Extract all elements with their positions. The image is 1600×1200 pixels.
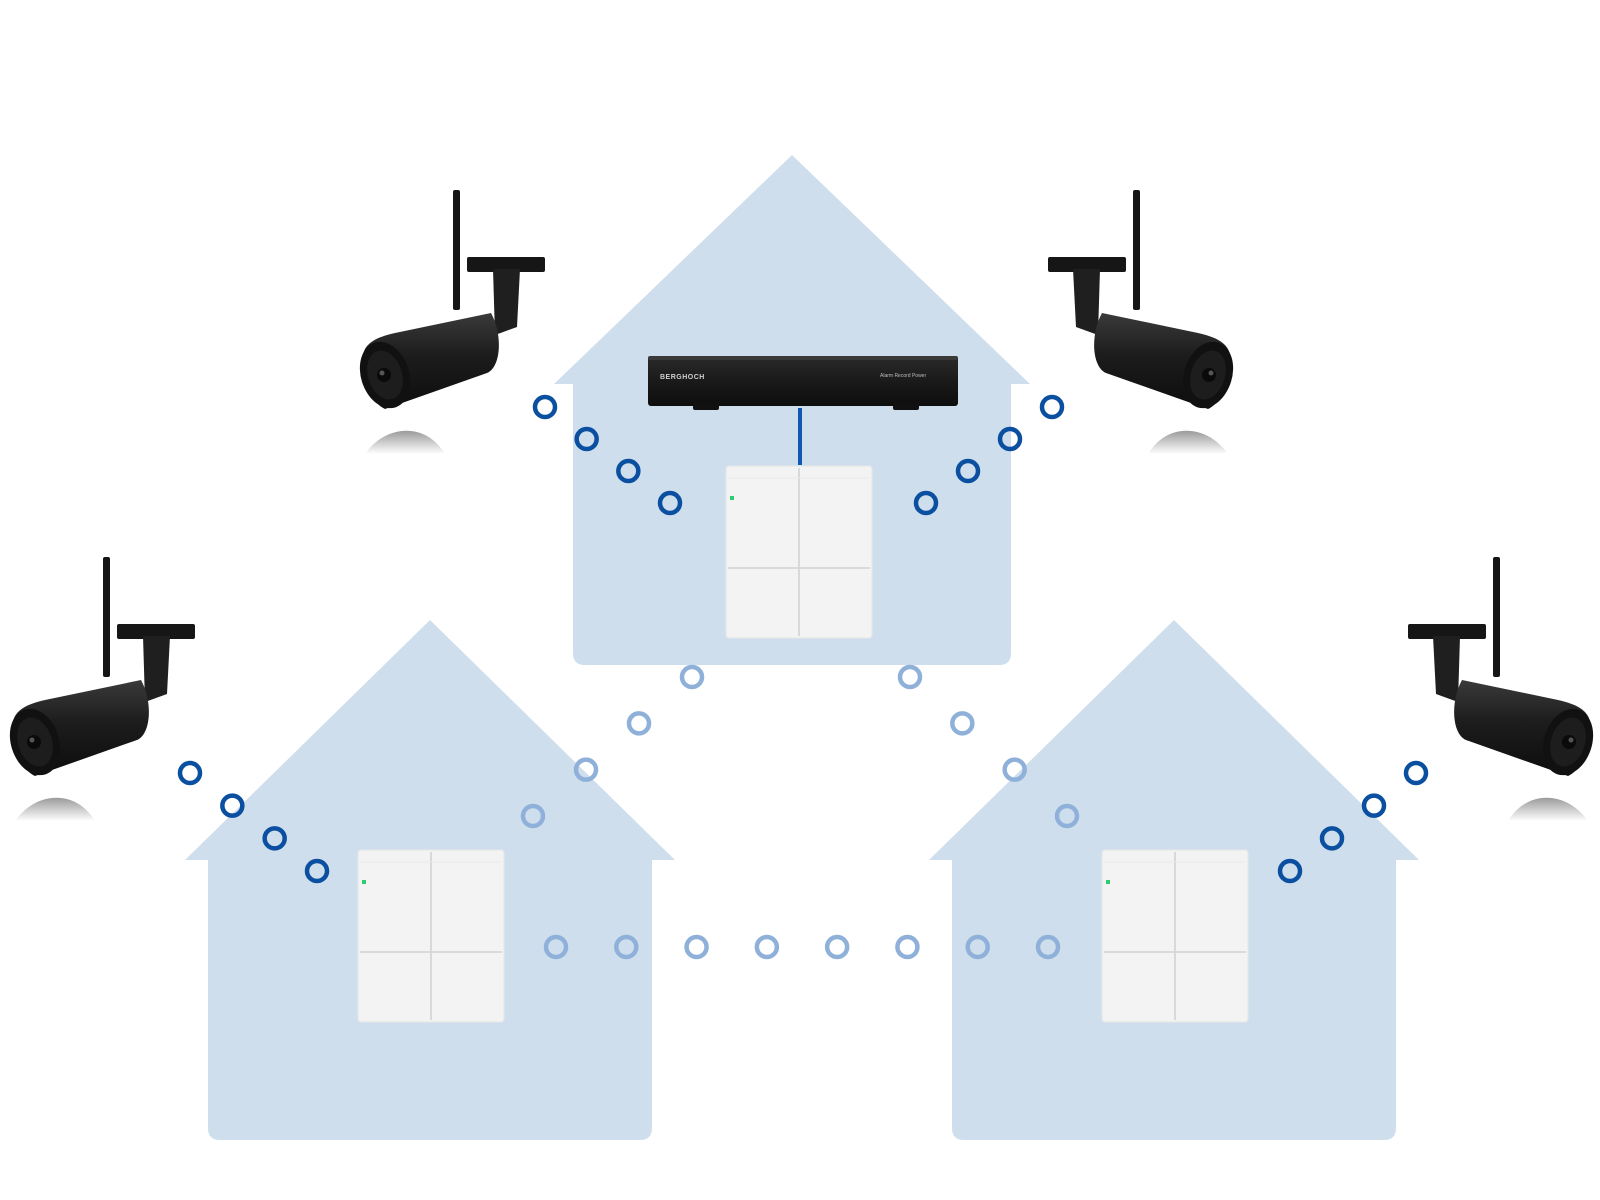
signal-dot [684, 934, 709, 960]
nvr-recorder-icon: BERGHOCH Alarm Record Power [648, 356, 958, 410]
camera-right [1408, 557, 1600, 821]
signal-dot [657, 490, 683, 516]
signal-dot [1277, 858, 1303, 884]
signal-dot [965, 934, 990, 960]
camera-top-left [351, 190, 545, 454]
signal-dot [626, 711, 652, 736]
link-mesh-left-right [543, 934, 1061, 960]
signal-dot [220, 793, 245, 818]
signal-dot [897, 664, 923, 690]
link-mesh-main-right [897, 664, 1080, 829]
mesh-router-left [357, 849, 505, 1023]
nvr-controls-label: Alarm Record Power [880, 373, 926, 379]
camera-top-right [1048, 190, 1242, 454]
signal-dot [532, 394, 558, 420]
security-camera-icon [351, 190, 545, 454]
signal-dot [1035, 934, 1061, 960]
mesh-router-right [1101, 849, 1249, 1023]
signal-dot [1002, 757, 1027, 782]
signal-dot [955, 458, 981, 484]
signal-dot [824, 934, 850, 960]
signal-dot [997, 426, 1023, 452]
signal-dot [616, 458, 641, 484]
signal-dot [304, 858, 330, 884]
link-camera-right [1277, 760, 1429, 884]
signal-dot [1403, 760, 1429, 786]
signal-dot [1039, 394, 1065, 420]
signal-dot [177, 760, 203, 786]
security-camera-icon [1, 557, 196, 821]
signal-dot [679, 664, 705, 690]
signal-dot [754, 934, 780, 960]
signal-links [177, 394, 1429, 960]
nvr-brand-label: BERGHOCH [660, 374, 705, 381]
signal-dot [1054, 803, 1080, 829]
signal-dot [543, 934, 569, 960]
security-camera-icon [1408, 557, 1600, 821]
link-camera-top-right [913, 394, 1065, 516]
camera-left [1, 557, 196, 821]
signal-dot [950, 711, 975, 736]
signal-dot [573, 757, 599, 782]
signal-dot [520, 803, 546, 829]
signal-dot [1319, 826, 1345, 851]
signal-dot [895, 934, 920, 960]
signal-dot [574, 426, 599, 452]
link-mesh-main-left [520, 664, 705, 829]
signal-dot [1361, 793, 1387, 818]
signal-dot [614, 934, 639, 960]
link-camera-top-left [532, 394, 683, 516]
security-camera-icon [1048, 190, 1242, 454]
house-main [554, 155, 1030, 665]
signal-dot [913, 490, 939, 516]
signal-dot [262, 826, 287, 851]
mesh-router-main [725, 465, 873, 639]
link-camera-left [177, 760, 330, 884]
